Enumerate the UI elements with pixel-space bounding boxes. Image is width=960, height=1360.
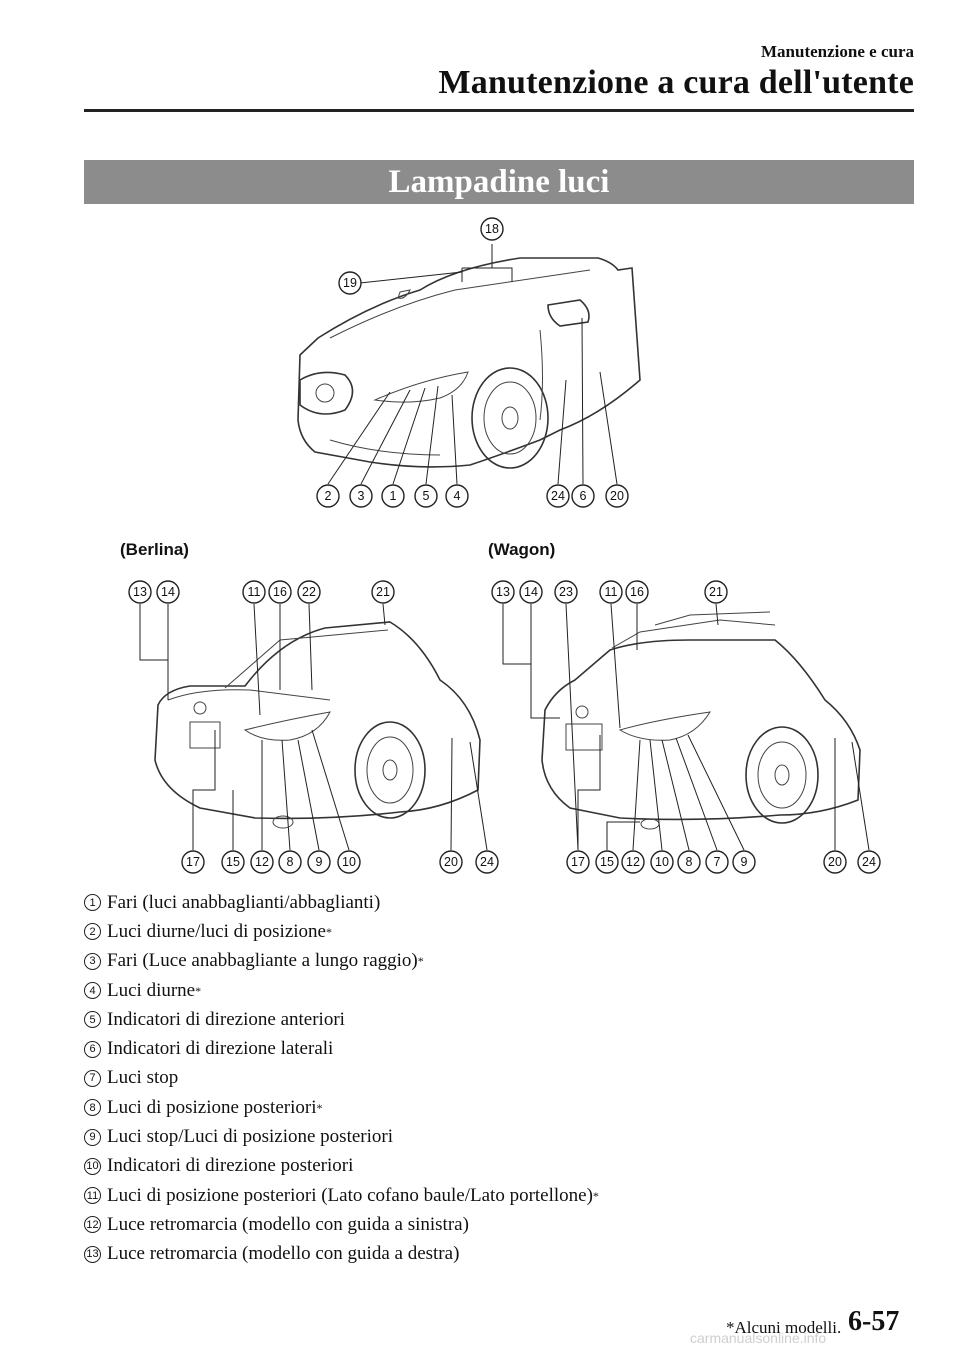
legend-text: Luci stop/Luci di posizione posteriori [107, 1126, 394, 1148]
svg-text:7: 7 [714, 855, 721, 869]
svg-text:13: 13 [133, 585, 147, 599]
front-callouts: 18 19 2 3 1 5 4 24 6 20 [316, 217, 629, 508]
svg-text:15: 15 [226, 855, 240, 869]
legend-text: Luci stop [107, 1067, 179, 1089]
svg-text:24: 24 [862, 855, 876, 869]
wagon-label: (Wagon) [488, 540, 556, 559]
svg-text:11: 11 [248, 585, 261, 599]
legend-text: Luci di posizione posteriori [107, 1096, 317, 1118]
svg-text:15: 15 [600, 855, 614, 869]
legend-number: 1 [84, 894, 101, 912]
svg-text:13: 13 [496, 585, 510, 599]
legend-text: Indicatori di direzione posteriori [107, 1155, 354, 1177]
svg-text:16: 16 [273, 585, 287, 599]
svg-text:23: 23 [559, 585, 573, 599]
svg-text:1: 1 [390, 489, 397, 503]
legend-text: Fari (Luce anabbagliante a lungo raggio) [107, 950, 418, 972]
watermark: carmanualsonline.info [690, 1330, 827, 1346]
svg-text:2: 2 [325, 489, 332, 503]
svg-text:8: 8 [287, 855, 294, 869]
svg-text:24: 24 [480, 855, 494, 869]
svg-text:19: 19 [343, 276, 357, 290]
wagon-car-drawing [541, 611, 861, 830]
svg-text:22: 22 [302, 585, 316, 599]
berlina-car-drawing [154, 621, 481, 829]
svg-text:17: 17 [571, 855, 585, 869]
svg-text:12: 12 [626, 855, 640, 869]
wagon-callouts: 13 14 23 11 16 21 17 15 12 10 8 7 9 20 2… [491, 580, 881, 874]
legend-number: 10 [84, 1157, 101, 1175]
legend-number: 7 [84, 1069, 101, 1087]
svg-text:18: 18 [485, 222, 499, 236]
front-car-drawing [297, 257, 641, 469]
svg-text:21: 21 [709, 585, 723, 599]
legend-item: 6 Indicatori di direzione laterali [84, 1034, 884, 1063]
car-lamp-illustration: 18 19 2 3 1 5 4 24 6 20 13 14 11 16 [128, 217, 881, 874]
svg-text:6: 6 [580, 489, 587, 503]
section-title: Manutenzione e cura [761, 42, 914, 61]
legend-item: 5 Indicatori di direzione anteriori [84, 1005, 884, 1034]
legend-text: Indicatori di direzione anteriori [107, 1008, 345, 1030]
legend-number: 9 [84, 1128, 101, 1146]
svg-text:24: 24 [551, 489, 565, 503]
berlina-callouts: 13 14 11 16 22 21 17 15 12 8 9 10 20 24 [128, 580, 499, 874]
svg-text:14: 14 [161, 585, 175, 599]
svg-text:11: 11 [605, 585, 618, 599]
legend-item: 12 Luce retromarcia (modello con guida a … [84, 1210, 884, 1239]
legend-item: 10 Indicatori di direzione posteriori [84, 1152, 884, 1181]
legend-item: 13 Luce retromarcia (modello con guida a … [84, 1240, 884, 1269]
legend-text: Luci diurne [107, 979, 196, 1001]
svg-text:10: 10 [655, 855, 669, 869]
legend-item: 1 Fari (luci anabbaglianti/abbaglianti) [84, 888, 884, 917]
svg-text:12: 12 [255, 855, 269, 869]
legend-text: Luci diurne/luci di posizione [107, 920, 326, 942]
svg-text:4: 4 [454, 489, 461, 503]
svg-text:20: 20 [828, 855, 842, 869]
legend-item: 7 Luci stop [84, 1064, 884, 1093]
header-divider [84, 109, 914, 112]
svg-text:21: 21 [376, 585, 390, 599]
legend-item: 11 Luci di posizione posteriori (Lato cof… [84, 1181, 884, 1210]
legend-number: 11 [84, 1187, 101, 1205]
svg-text:17: 17 [186, 855, 200, 869]
berlina-label: (Berlina) [120, 540, 189, 559]
legend-item: 9 Luci stop/Luci di posizione posteriori [84, 1122, 884, 1151]
legend-number: 13 [84, 1245, 101, 1263]
svg-text:5: 5 [423, 489, 430, 503]
chapter-title: Manutenzione a cura dell'utente [438, 64, 914, 101]
svg-text:16: 16 [630, 585, 644, 599]
legend-text: Indicatori di direzione laterali [107, 1038, 334, 1060]
svg-text:9: 9 [316, 855, 323, 869]
svg-text:8: 8 [686, 855, 693, 869]
svg-text:3: 3 [358, 489, 365, 503]
svg-text:20: 20 [444, 855, 458, 869]
legend-number: 4 [84, 982, 101, 1000]
legend-text: Luce retromarcia (modello con guida a si… [107, 1213, 469, 1235]
lamp-legend: 1 Fari (luci anabbaglianti/abbaglianti) 2… [84, 888, 884, 1269]
legend-text: Luci di posizione posteriori (Lato cofan… [107, 1184, 593, 1206]
svg-text:20: 20 [610, 489, 624, 503]
footnote: *Alcuni modelli. [726, 1318, 842, 1337]
svg-text:14: 14 [524, 585, 538, 599]
legend-number: 12 [84, 1216, 101, 1234]
legend-number: 6 [84, 1040, 101, 1058]
legend-item: 3 Fari (Luce anabbagliante a lungo raggio… [84, 947, 884, 976]
legend-number: 2 [84, 923, 101, 941]
legend-number: 3 [84, 952, 101, 970]
legend-text: Luce retromarcia (modello con guida a de… [107, 1243, 460, 1265]
legend-number: 5 [84, 1011, 101, 1029]
section-banner: Lampadine luci [84, 160, 914, 204]
page-number: 6-57 [848, 1306, 900, 1337]
svg-text:9: 9 [741, 855, 748, 869]
svg-text:10: 10 [342, 855, 356, 869]
legend-number: 8 [84, 1099, 101, 1117]
legend-text: Fari (luci anabbaglianti/abbaglianti) [107, 891, 381, 913]
